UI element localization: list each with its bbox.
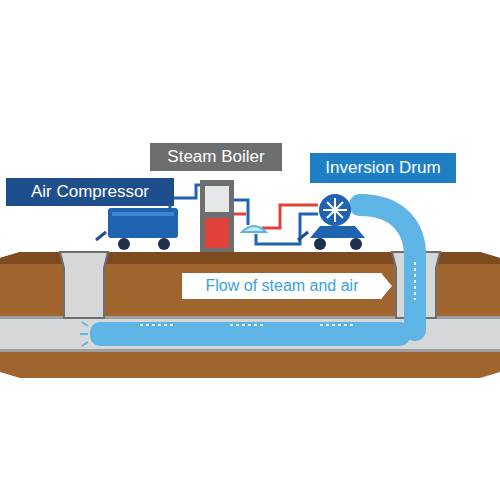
label-text: Steam Boiler <box>167 147 264 167</box>
label-pointer <box>381 273 392 299</box>
equipment-label: Inversion Drum <box>310 153 456 183</box>
boiler-body <box>200 180 234 252</box>
wheel <box>158 238 170 250</box>
label-text: Inversion Drum <box>325 158 440 178</box>
drum-cart <box>310 226 365 238</box>
label-text: Flow of steam and air <box>206 277 359 295</box>
boiler-panel <box>205 186 229 212</box>
boiler-burner <box>205 218 229 248</box>
tow-bar <box>298 232 308 240</box>
manhole <box>60 252 108 318</box>
spray <box>80 322 88 346</box>
label-text: Air Compressor <box>31 182 149 202</box>
compressor-body <box>108 208 178 238</box>
mixing-valve <box>242 226 266 232</box>
wheel <box>314 238 326 250</box>
pipe-edge <box>0 349 500 352</box>
compressor-trim <box>112 212 174 216</box>
flow-mark <box>414 262 416 300</box>
liner <box>90 322 410 346</box>
inversion-hose <box>360 205 415 330</box>
tow-bar <box>96 232 106 240</box>
equipment-label: Air Compressor <box>6 178 174 206</box>
steam-hose <box>262 205 318 228</box>
inversion-drum <box>319 194 351 226</box>
steam-hose <box>234 213 246 216</box>
air-hose <box>256 214 318 244</box>
wheel <box>118 238 130 250</box>
air-hose <box>232 200 248 225</box>
wheel <box>350 238 362 250</box>
equipment-label: Steam Boiler <box>150 143 282 171</box>
flow-label: Flow of steam and air <box>182 273 382 299</box>
